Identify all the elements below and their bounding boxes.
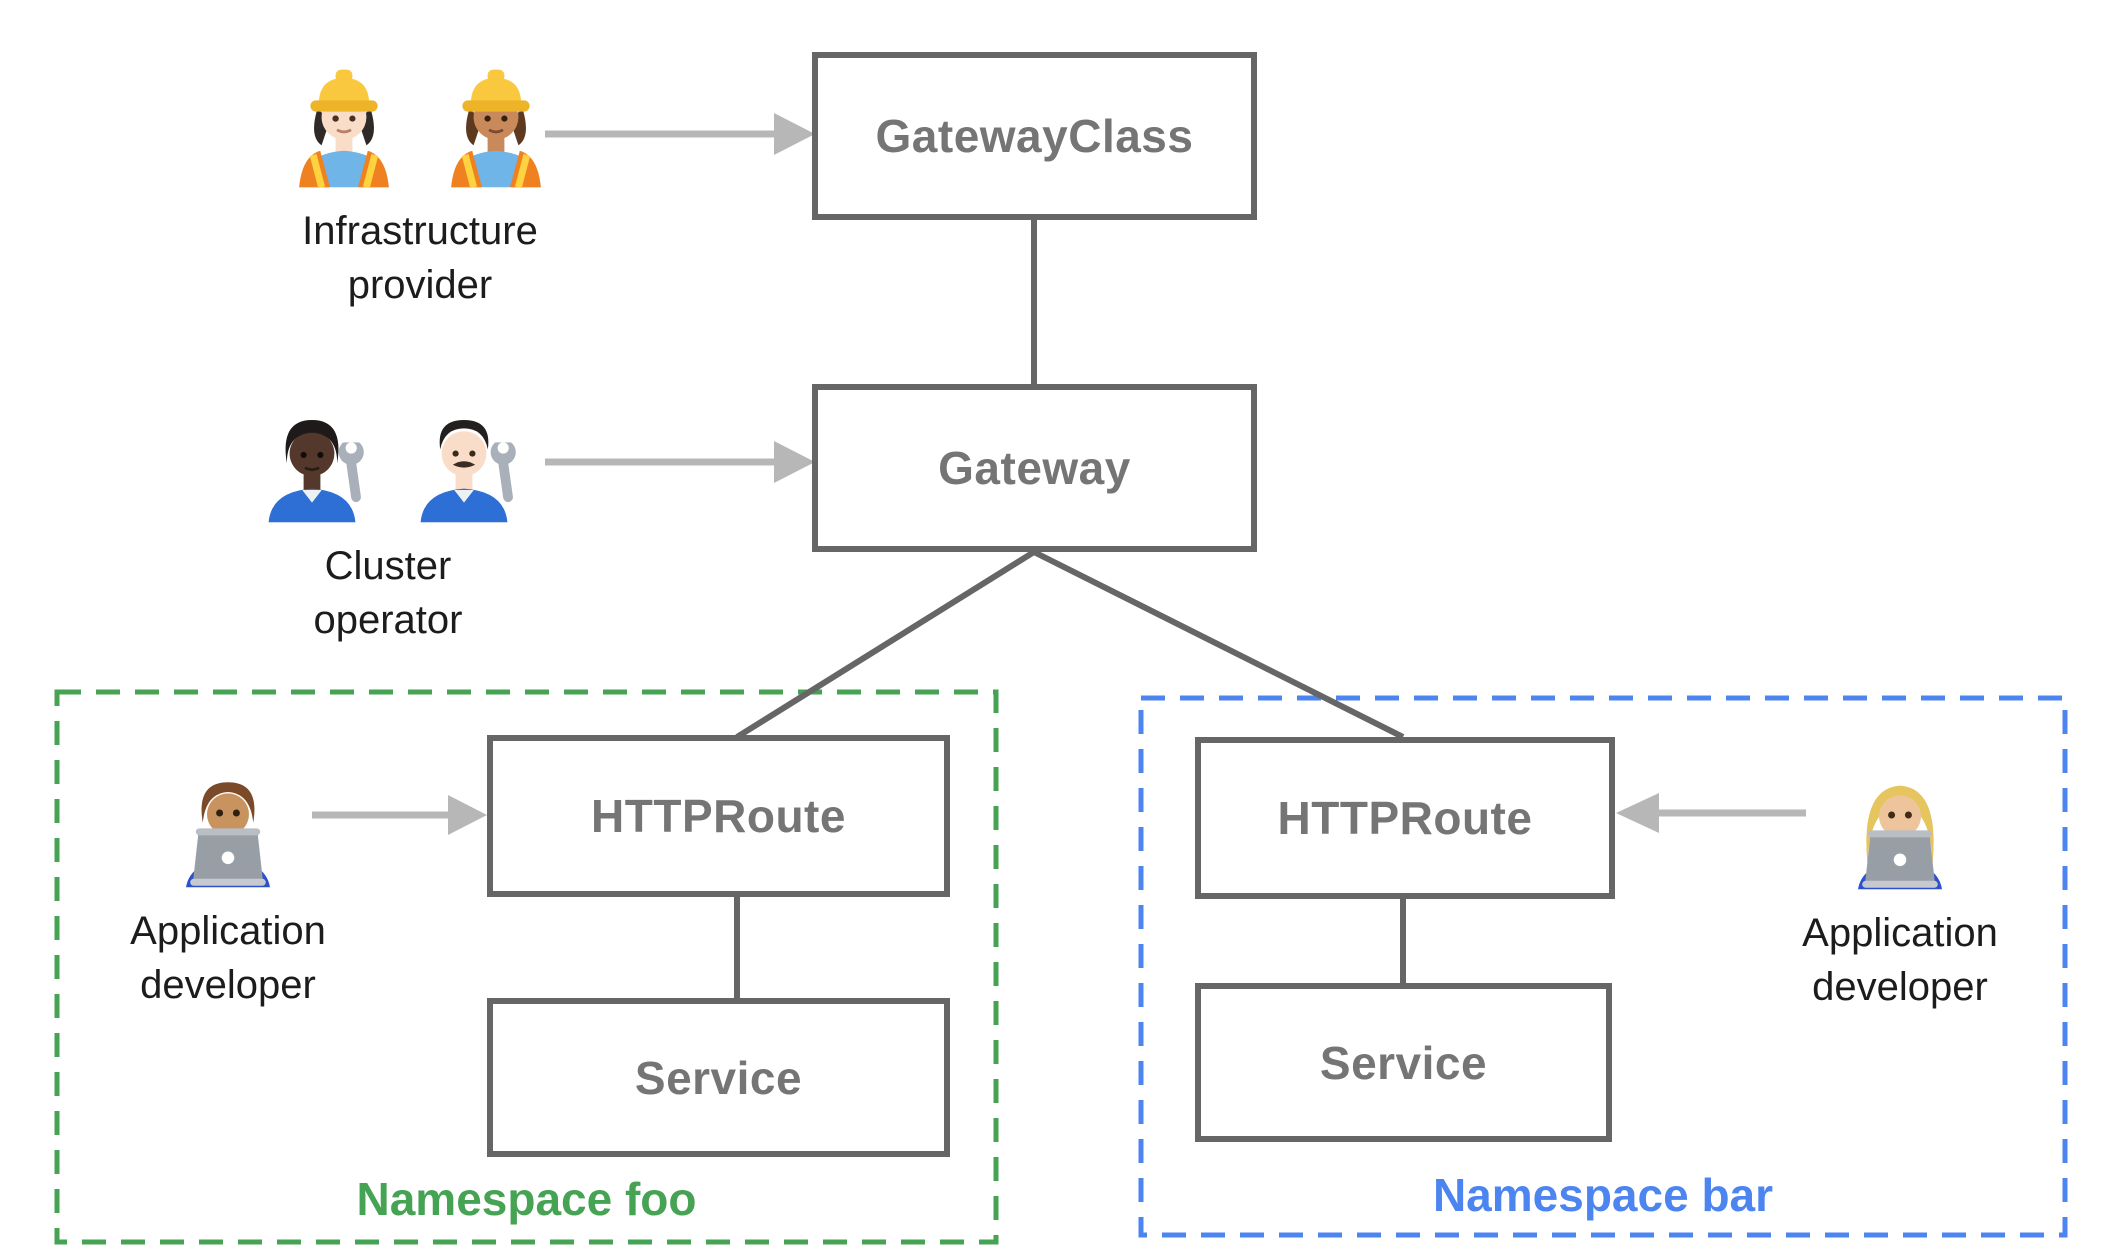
arrow-app-developer-foo xyxy=(312,795,487,835)
persona-label-line1: Cluster xyxy=(324,544,452,588)
persona-cluster-operator: Cluster operator xyxy=(193,385,583,647)
httproute-foo-node: HTTPRoute xyxy=(487,735,950,897)
persona-app-developer-foo: Application developer xyxy=(33,750,423,1012)
namespace-bar-region xyxy=(1138,695,2068,1238)
mechanic-dark-icon xyxy=(268,420,364,523)
arrow-app-developer-bar xyxy=(1616,793,1806,833)
edge-gateway-httproutes xyxy=(735,548,1405,740)
infrastructure-provider-icons xyxy=(274,50,566,190)
infrastructure-provider-label: Infrastructure provider xyxy=(302,204,538,312)
arrow-infrastructure-provider xyxy=(545,113,815,155)
persona-label-line1: Infrastructure xyxy=(302,209,538,253)
arrow-head xyxy=(774,441,815,483)
resource-edges xyxy=(734,220,1406,998)
gatewayclass-node: GatewayClass xyxy=(812,52,1257,220)
service-foo-node: Service xyxy=(487,998,950,1157)
persona-label-line1: Application xyxy=(1802,911,1998,955)
cluster-operator-label: Cluster operator xyxy=(314,539,463,647)
woman-construction-worker-medium-icon xyxy=(451,69,541,189)
app-developer-bar-icons xyxy=(1830,752,1970,892)
arrow-cluster-operator xyxy=(545,441,815,483)
gateway-node: Gateway xyxy=(812,384,1257,552)
namespace-foo-label: Namespace foo xyxy=(356,1173,697,1225)
woman-construction-worker-light-icon xyxy=(299,69,389,189)
woman-technologist-icon xyxy=(1858,785,1942,890)
persona-label-line2: developer xyxy=(140,963,316,1007)
persona-app-developer-bar: Application developer xyxy=(1705,752,2095,1014)
httproute-bar-node: HTTPRoute xyxy=(1195,737,1615,899)
app-developer-foo-label: Application developer xyxy=(130,904,326,1012)
app-developer-bar-label: Application developer xyxy=(1802,906,1998,1014)
service-bar-node: Service xyxy=(1195,983,1612,1142)
actor-arrows xyxy=(312,113,1806,835)
persona-label-line1: Application xyxy=(130,909,326,953)
cluster-operator-icons xyxy=(242,385,534,525)
namespace-regions xyxy=(54,689,2068,1245)
arrow-head xyxy=(774,113,815,155)
persona-label-line2: provider xyxy=(347,263,493,307)
arrow-head xyxy=(1616,793,1659,833)
persona-infrastructure-provider: Infrastructure provider xyxy=(225,50,615,312)
app-developer-foo-icons xyxy=(158,750,298,890)
man-technologist-icon xyxy=(186,782,270,888)
arrow-head xyxy=(448,795,487,835)
namespace-bar-label: Namespace bar xyxy=(1432,1169,1774,1221)
persona-label-line2: developer xyxy=(1812,965,1988,1009)
namespace-foo-region xyxy=(54,689,999,1245)
persona-label-line2: operator xyxy=(313,598,463,642)
man-mechanic-light-icon xyxy=(420,420,516,523)
